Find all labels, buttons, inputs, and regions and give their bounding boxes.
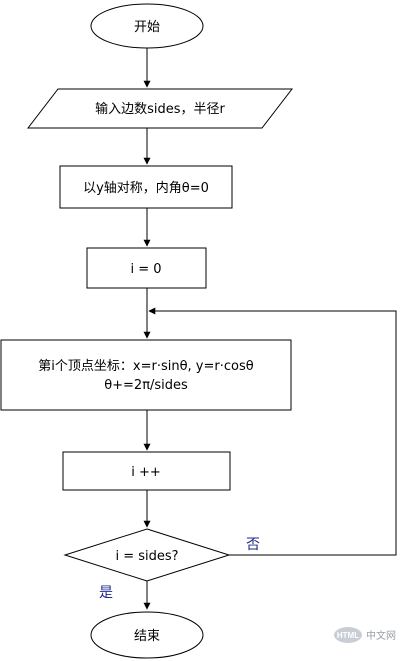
end-shape: [90, 611, 204, 659]
init-axis-step: 以y轴对称，内角θ=0: [59, 165, 233, 209]
init-axis-shape: [59, 165, 233, 209]
init-i-label: i = 0: [130, 262, 161, 277]
input-step: 输入边数sides，半径r: [26, 88, 294, 129]
watermark-text: 中文网: [366, 629, 396, 642]
input-shape: [26, 88, 294, 129]
condition-decision: i = sides?: [63, 528, 231, 582]
end-label: 结束: [134, 629, 160, 644]
edge-no-loop: [148, 307, 397, 556]
start-label: 开始: [134, 20, 160, 35]
yes-label: 是: [99, 585, 113, 601]
increment-label: i ++: [131, 465, 161, 480]
vertex-label-line2: θ+=2π/sides: [104, 378, 188, 393]
increment-step: i ++: [62, 451, 231, 491]
vertex-step: 第i个顶点坐标：x=r·sinθ, y=r·cosθ θ+=2π/sides: [0, 339, 292, 411]
init-i-step: i = 0: [86, 247, 207, 289]
vertex-shape: [0, 339, 292, 411]
watermark: HTML 中文网: [334, 627, 396, 643]
end-terminator: 结束: [90, 611, 204, 659]
watermark-badge: [334, 627, 362, 643]
start-terminator: 开始: [90, 3, 204, 49]
no-label: 否: [246, 537, 260, 553]
condition-label: i = sides?: [115, 549, 178, 564]
init-axis-label: 以y轴对称，内角θ=0: [83, 180, 209, 196]
input-label: 输入边数sides，半径r: [95, 101, 225, 117]
watermark-badge-text: HTML: [337, 631, 359, 640]
vertex-label-line1: 第i个顶点坐标：x=r·sinθ, y=r·cosθ: [38, 359, 253, 374]
init-i-shape: [86, 247, 207, 289]
increment-shape: [62, 451, 231, 491]
